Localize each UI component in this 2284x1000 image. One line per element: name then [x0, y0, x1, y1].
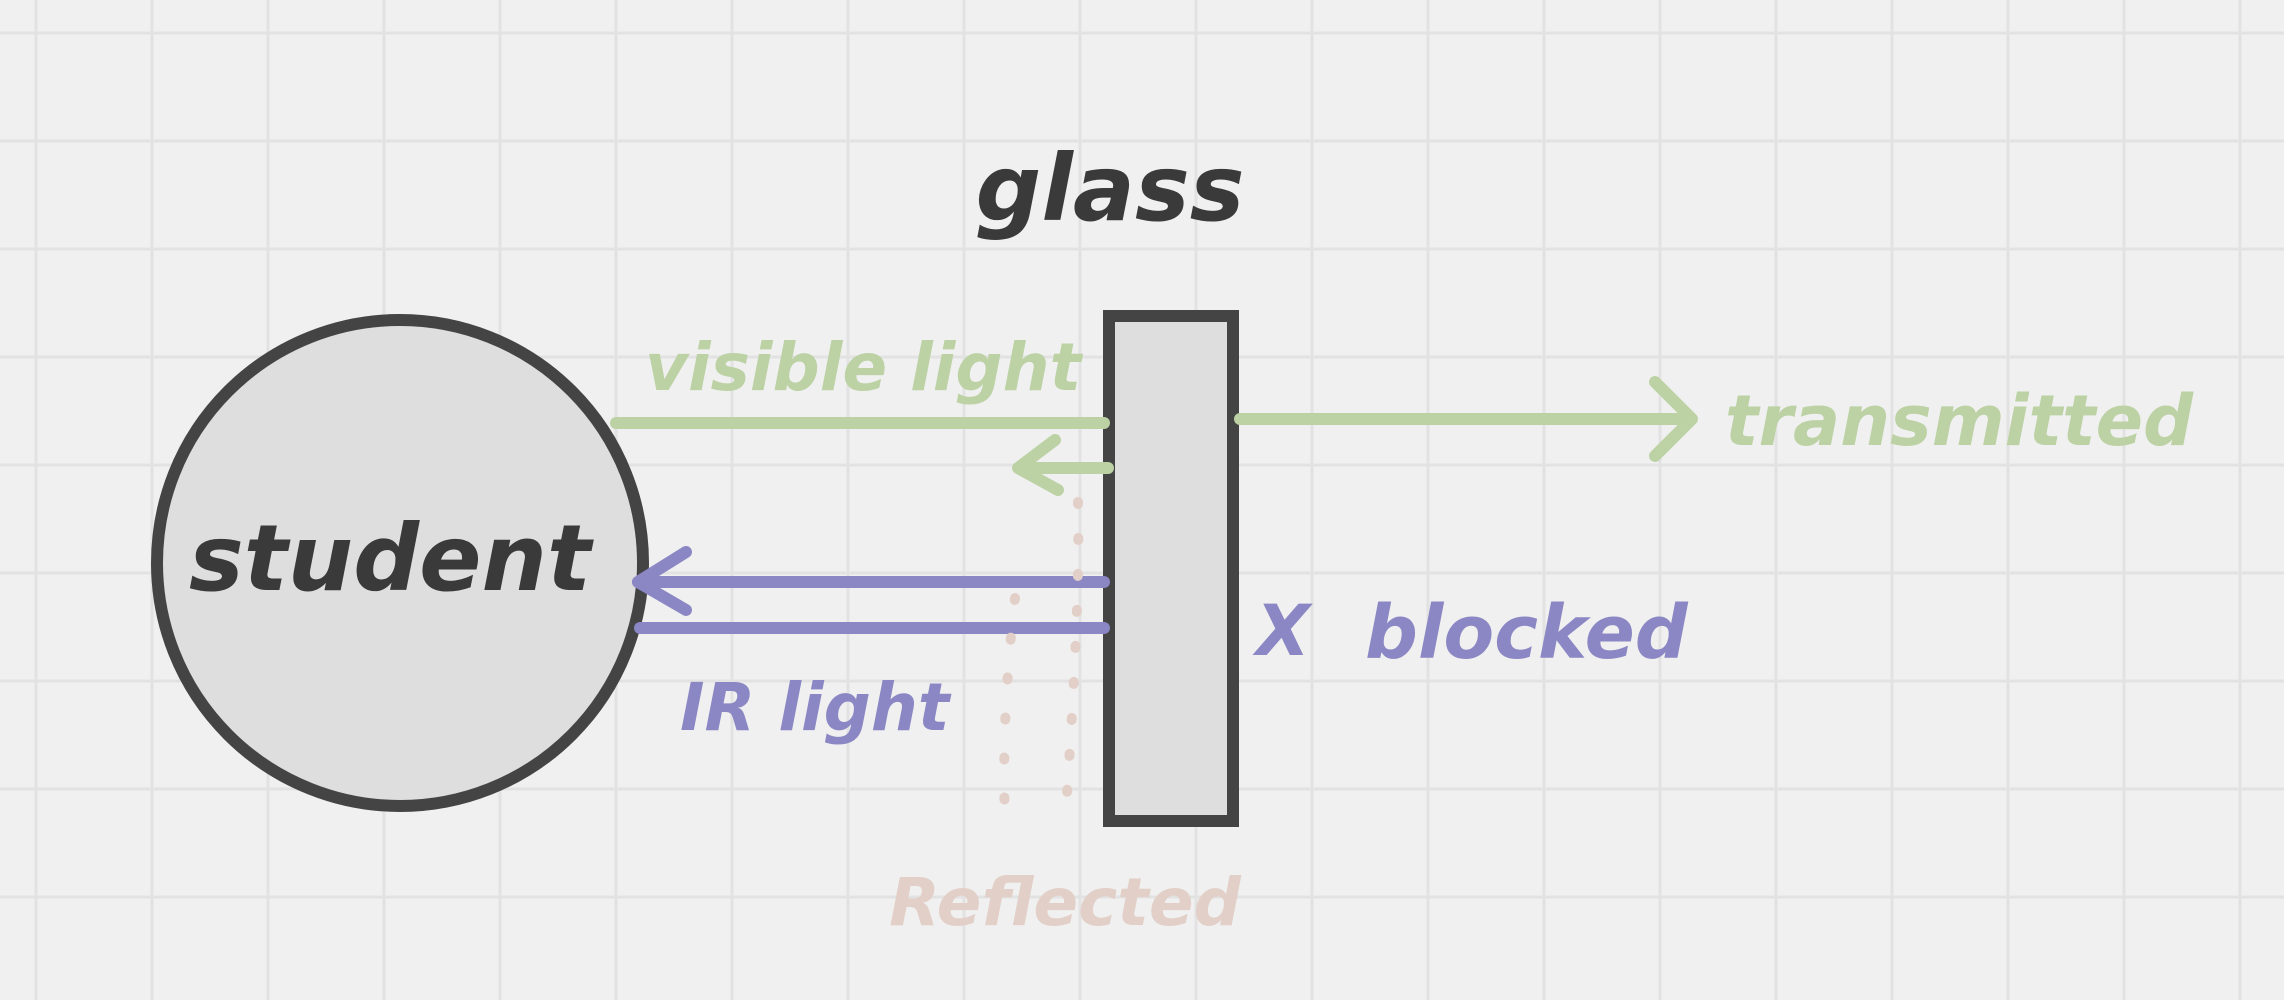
- ir-light-label: IR light: [680, 669, 952, 746]
- ir-light-arrowhead: [632, 546, 692, 616]
- transmitted-arrowhead: [1649, 376, 1698, 462]
- glass-label: glass: [976, 135, 1245, 242]
- reflected-path-right: [1060, 497, 1084, 827]
- visible-reflected-arrowhead: [1012, 434, 1064, 496]
- transmitted-label: transmitted: [1725, 380, 2194, 462]
- blocked-label: blocked: [1365, 590, 1689, 676]
- blocked-x-mark: X: [1252, 590, 1313, 672]
- reflected-label: Reflected: [889, 864, 1241, 941]
- student-circle: [151, 314, 649, 812]
- visible-light-label: visible light: [645, 329, 1084, 406]
- glass-pane: [1103, 310, 1239, 827]
- student-label: student: [189, 505, 594, 612]
